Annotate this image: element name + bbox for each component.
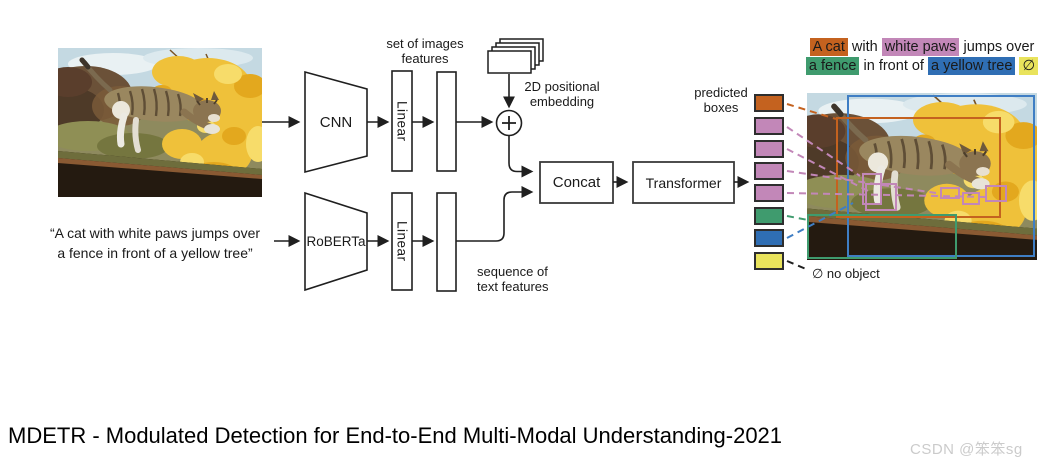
bbox-paw-4 — [962, 192, 980, 205]
output-sentence-line1: A cat with white paws jumps over — [798, 38, 1046, 57]
link-no-object — [786, 260, 807, 270]
plus-icon — [502, 116, 516, 130]
output-cat-photo — [807, 93, 1037, 260]
add-positional-node — [495, 109, 523, 137]
span-a-fence: a fence — [805, 57, 860, 75]
predicted-box-paw-2 — [754, 140, 784, 158]
bbox-paw-3 — [940, 187, 960, 199]
cat-photo-illustration — [58, 48, 262, 197]
input-cat-photo — [58, 48, 262, 197]
predicted-boxes-label: predicted boxes — [694, 85, 748, 115]
bbox-fence — [807, 214, 957, 259]
bbox-paw-2 — [865, 183, 897, 211]
no-object-label: ∅ no object — [812, 266, 880, 281]
linear-text-label: Linear — [394, 221, 410, 262]
predicted-box-noobject — [754, 252, 784, 270]
span-a-cat: A cat — [809, 38, 848, 56]
span-no-object-symbol: ∅ — [1019, 57, 1039, 75]
output-sentence: A cat with white paws jumps over a fence… — [798, 38, 1046, 76]
predicted-box-paw-3 — [754, 162, 784, 180]
pos-embedding-label: 2D positional embedding — [524, 79, 600, 109]
predicted-box-cat — [754, 94, 784, 112]
text-features-box — [436, 192, 457, 292]
image-features-label: set of images features — [386, 36, 464, 66]
cnn-label: CNN — [319, 113, 353, 131]
feature-map-stack — [487, 38, 544, 74]
link-fence — [786, 215, 809, 221]
text-features-label: sequence of text features — [477, 264, 549, 294]
transformer-label: Transformer — [645, 174, 722, 191]
linear-image-label: Linear — [394, 100, 410, 142]
predicted-box-fence — [754, 207, 784, 225]
predicted-box-paw-4 — [754, 184, 784, 202]
span-a-yellow-tree: a yellow tree — [928, 57, 1016, 75]
image-features-box — [436, 71, 457, 172]
predicted-box-tree — [754, 229, 784, 247]
bbox-paw-5 — [985, 185, 1007, 202]
roberta-label: RoBERTa — [306, 234, 366, 249]
watermark: CSDN @笨笨sg — [910, 441, 1023, 458]
span-white-paws: white paws — [881, 38, 960, 56]
figure-title: MDETR - Modulated Detection for End-to-E… — [8, 423, 783, 448]
output-sentence-line2: a fence in front of a yellow tree ∅ — [798, 57, 1046, 76]
predicted-box-paw-1 — [754, 117, 784, 135]
concat-label: Concat — [552, 174, 601, 191]
input-caption: “A cat with white paws jumps over a fenc… — [49, 225, 261, 261]
